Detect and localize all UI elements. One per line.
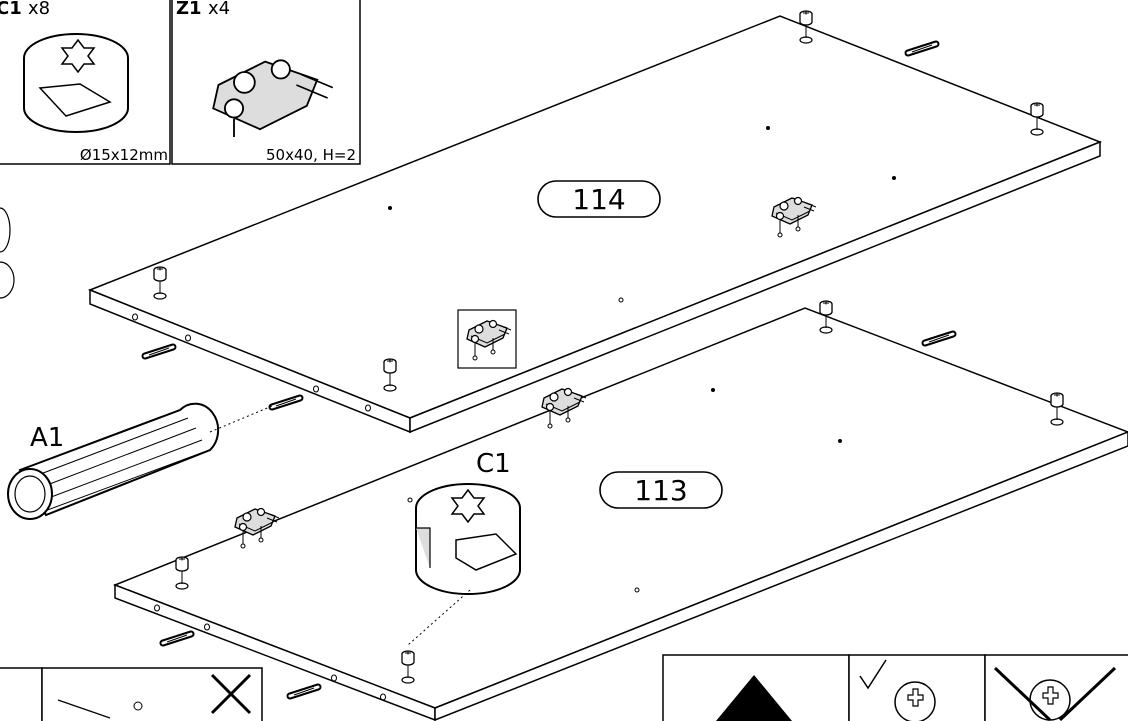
dowel [908,44,936,53]
hinge-detail-box [457,309,517,369]
dowel-a1-large [7,402,273,520]
c1-code: C1 [0,0,22,19]
a1-label: A1 [30,423,64,453]
z1-qty: x4 [208,0,230,19]
dowel [145,347,173,356]
cam-lock-c1-large [407,483,521,646]
cam-icon [23,33,129,133]
check-icon [859,659,887,690]
dowel [290,687,318,696]
c1-dim: Ø15x12mm [80,146,168,164]
z1-code: Z1 [176,0,202,19]
panel-113-label: 113 [599,471,723,509]
z1-dim: 50x40, H=2 [266,146,356,164]
cross-mark-icon [210,673,252,715]
c1-label: C1 [476,449,511,479]
partial-part [0,261,15,299]
warning-triangle-icon [716,675,792,721]
svg-text:114: 114 [572,183,625,216]
dowel [925,334,953,343]
screwdriver-box [0,667,263,721]
svg-text:113: 113 [634,474,687,507]
dowel [163,634,191,643]
c1-qty: x8 [28,0,50,19]
hinge-icon [212,59,334,137]
panel-114-label: 114 [537,180,661,218]
dowel [272,398,300,407]
wrong-mark-icon [993,666,1117,721]
partial-part [0,207,11,253]
parts-box: C1 x8 Ø15x12mm Z1 x4 50x40, H=2 [0,0,361,165]
screw-warning-box [662,654,1128,721]
